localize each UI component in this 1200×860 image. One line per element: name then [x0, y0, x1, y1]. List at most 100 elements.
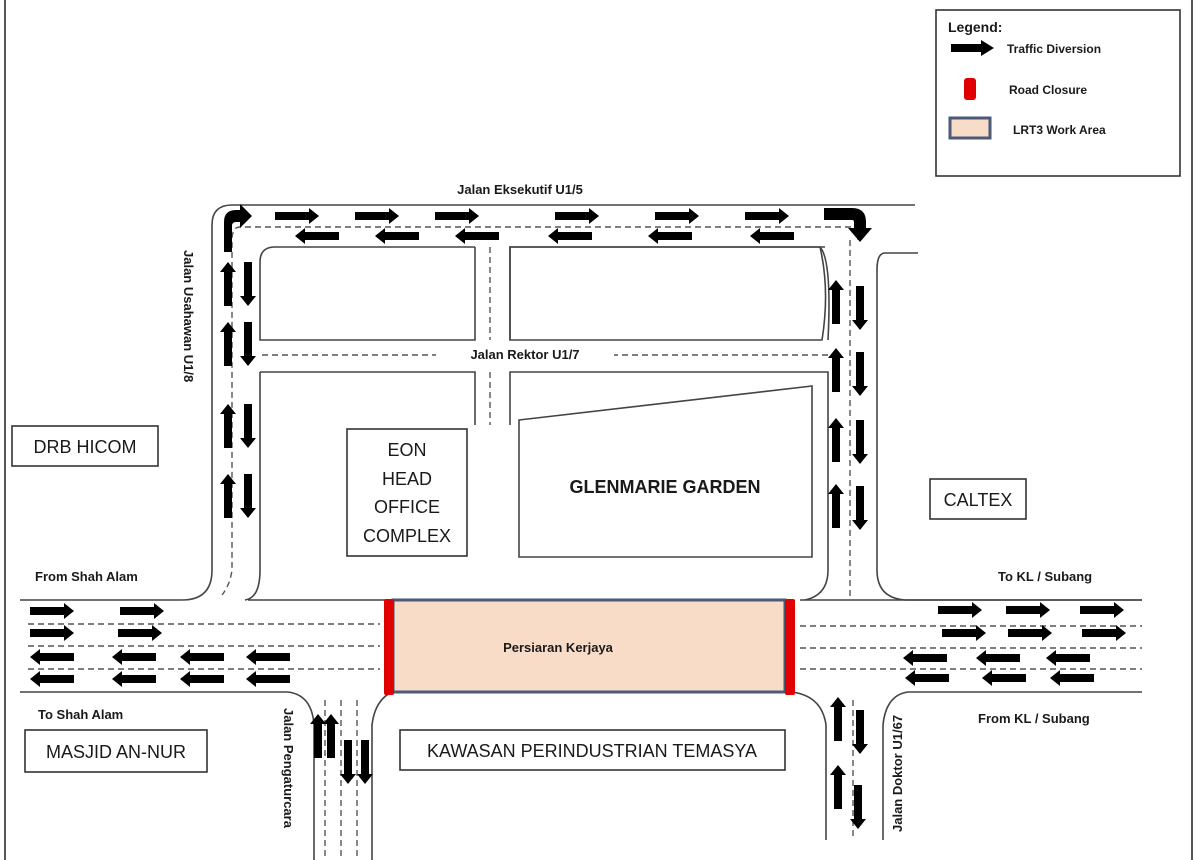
diversion-arrow [548, 228, 592, 244]
landmark-masjid: MASJID AN-NUR [46, 742, 186, 762]
diversion-arrow [982, 670, 1026, 686]
diversion-arrow [118, 625, 162, 641]
diversion-arrow [745, 208, 789, 224]
diversion-arrow [240, 262, 256, 306]
diversion-arrow [852, 352, 868, 396]
block-east [509, 371, 829, 601]
direction-from-shah-alam: From Shah Alam [35, 569, 138, 584]
diversion-arrow [852, 286, 868, 330]
landmark-caltex-box [929, 478, 1027, 520]
diversion-arrow [852, 420, 868, 464]
diversion-arrow [30, 649, 74, 665]
diversion-arrow [120, 603, 164, 619]
diversion-arrow [323, 714, 339, 758]
landmark-kawasan: KAWASAN PERINDUSTRIAN TEMASYA [427, 741, 757, 761]
diversion-arrow [30, 671, 74, 687]
direction-to-kl: To KL / Subang [998, 569, 1092, 584]
landmark-eon-line1: EON [387, 440, 426, 460]
landmark-eon-box [346, 428, 468, 557]
diversion-arrow [220, 404, 236, 448]
landmark-kawasan-box [399, 729, 786, 771]
road-label-eksekutif: Jalan Eksekutif U1/5 [457, 182, 583, 197]
direction-to-shah-alam: To Shah Alam [38, 707, 123, 722]
diversion-arrow [220, 322, 236, 366]
diversion-arrow [357, 740, 373, 784]
block-west-top [260, 371, 476, 425]
landmark-drb-box [11, 425, 159, 467]
legend-label-work-area: LRT3 Work Area [1013, 123, 1106, 137]
diversion-arrow [1080, 602, 1124, 618]
road-closure-icon [964, 78, 976, 100]
glenmarie-garden-outline [518, 385, 813, 558]
diversion-arrow [246, 649, 290, 665]
arrow-icon [951, 40, 994, 56]
legend-title: Legend: [948, 19, 1002, 35]
legend-label-road-closure: Road Closure [1009, 83, 1087, 97]
diversion-arrow [830, 765, 846, 809]
block-north-east [509, 246, 827, 341]
diversion-arrow [850, 785, 866, 829]
diversion-arrow [246, 671, 290, 687]
road-label-rektor: Jalan Rektor U1/7 [470, 347, 579, 362]
road-closure-east [785, 599, 795, 695]
landmark-eon-line4: COMPLEX [363, 526, 451, 546]
diversion-arrow [828, 348, 844, 392]
landmark-eon-line3: OFFICE [374, 497, 440, 517]
road-label-doktor: Jalan Doktor U1/67 [890, 715, 905, 832]
diversion-arrow [220, 474, 236, 518]
diversion-arrow [240, 474, 256, 518]
diversion-arrow [112, 649, 156, 665]
diversion-arrow [30, 625, 74, 641]
diversion-arrow [240, 404, 256, 448]
diversion-arrow [435, 208, 479, 224]
diversion-arrow [240, 322, 256, 366]
diversion-arrow [828, 280, 844, 324]
diversion-arrow [220, 262, 236, 306]
legend-box [935, 9, 1181, 177]
landmark-glenmarie: GLENMARIE GARDEN [569, 477, 760, 497]
diversion-arrow [555, 208, 599, 224]
diversion-arrow [942, 625, 986, 641]
diversion-arrow [903, 650, 947, 666]
diversion-arrow [976, 650, 1020, 666]
road-label-persiaran: Persiaran Kerjaya [503, 640, 614, 655]
diversion-arrow [295, 228, 339, 244]
work-area-icon [948, 116, 992, 140]
road-closure-west [384, 599, 394, 695]
diversion-arrow [275, 208, 319, 224]
landmark-drb: DRB HICOM [34, 437, 137, 457]
diversion-arrow [30, 603, 74, 619]
diversion-arrow [1006, 602, 1050, 618]
diversion-arrow [355, 208, 399, 224]
turn-arrow-icon [224, 204, 252, 252]
diversion-arrow [180, 671, 224, 687]
legend: Legend: Traffic Diversion Road Closure L… [935, 9, 1181, 177]
diversion-arrow [310, 714, 326, 758]
diversion-arrow [655, 208, 699, 224]
diversion-arrow [750, 228, 794, 244]
diversion-arrow [938, 602, 982, 618]
road-label-usahawan: Jalan Usahawan U1/8 [181, 250, 196, 382]
road-jalan-eksekutif: Jalan Eksekutif U1/5 [20, 182, 915, 601]
diversion-arrow [112, 671, 156, 687]
traffic-diversion-arrows [30, 204, 1126, 829]
diversion-arrow [340, 740, 356, 784]
diversion-arrow [375, 228, 419, 244]
road-east-side [876, 252, 1142, 601]
diversion-arrow [852, 486, 868, 530]
turn-arrow-icon [824, 208, 872, 242]
diversion-arrow [1046, 650, 1090, 666]
diversion-arrow [830, 697, 846, 741]
legend-label-traffic-diversion: Traffic Diversion [1007, 42, 1101, 56]
diversion-arrow [1082, 625, 1126, 641]
diversion-arrow [828, 484, 844, 528]
road-label-pengaturcara: Jalan Pengaturcara [281, 708, 296, 829]
diversion-arrow [455, 228, 499, 244]
diversion-arrow [852, 710, 868, 754]
direction-from-kl: From KL / Subang [978, 711, 1090, 726]
road-persiaran-kerjaya [20, 599, 1142, 860]
diversion-arrow [828, 418, 844, 462]
landmark-eon-line2: HEAD [382, 469, 432, 489]
diversion-arrow [1008, 625, 1052, 641]
